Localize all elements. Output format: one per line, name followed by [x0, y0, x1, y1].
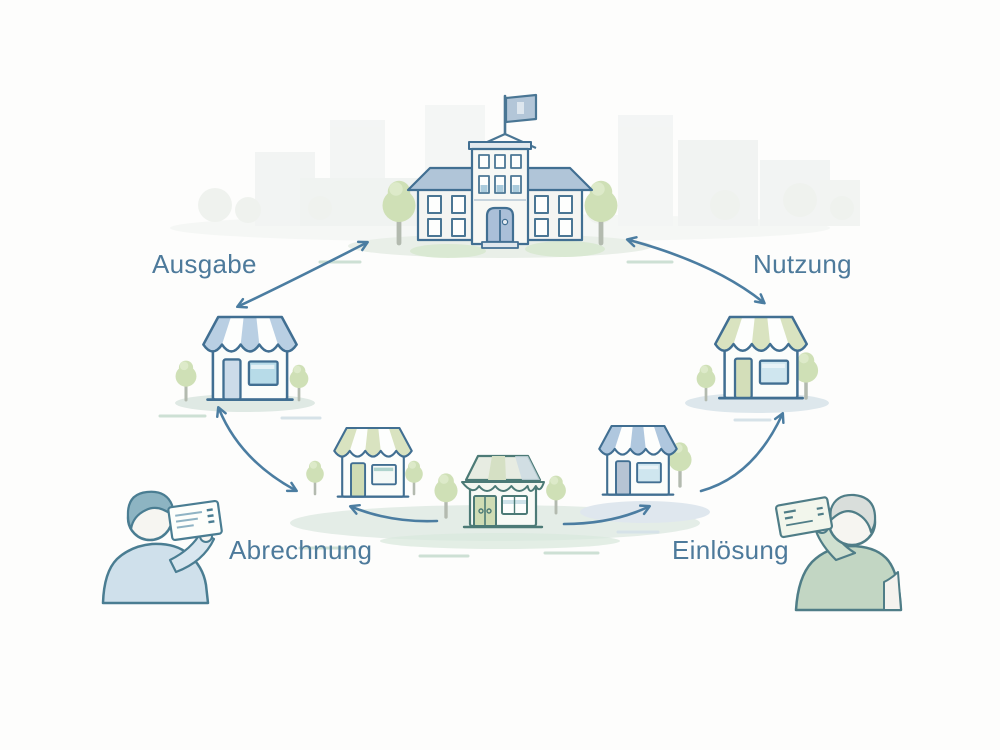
- shop-lower-left-icon: [332, 426, 414, 499]
- flow-arrows: [216, 236, 785, 526]
- label-nutzung: Nutzung: [753, 249, 852, 279]
- arrow-einloesung: [562, 504, 651, 526]
- arrow-nutzung: [625, 236, 766, 305]
- shop-upper-left-icon: [203, 317, 296, 400]
- shop-upper-right-icon: [715, 317, 807, 398]
- label-ausgabe: Ausgabe: [152, 249, 257, 279]
- institution-building-icon: [406, 93, 594, 249]
- arrow-abrechnung: [348, 503, 439, 523]
- shop-center-icon: [461, 454, 545, 529]
- arrow-left-vertical: [216, 405, 298, 493]
- label-einloesung: Einlösung: [672, 535, 789, 565]
- label-abrechnung: Abrechnung: [229, 535, 373, 565]
- shop-lower-right-icon: [597, 424, 679, 497]
- arrow-ausgabe: [235, 240, 369, 309]
- arrow-right-vertical: [699, 411, 785, 493]
- voucher-icon: [167, 499, 223, 542]
- person-left-icon: [101, 490, 223, 605]
- voucher-icon: [775, 496, 834, 539]
- person-right-icon: [775, 493, 903, 612]
